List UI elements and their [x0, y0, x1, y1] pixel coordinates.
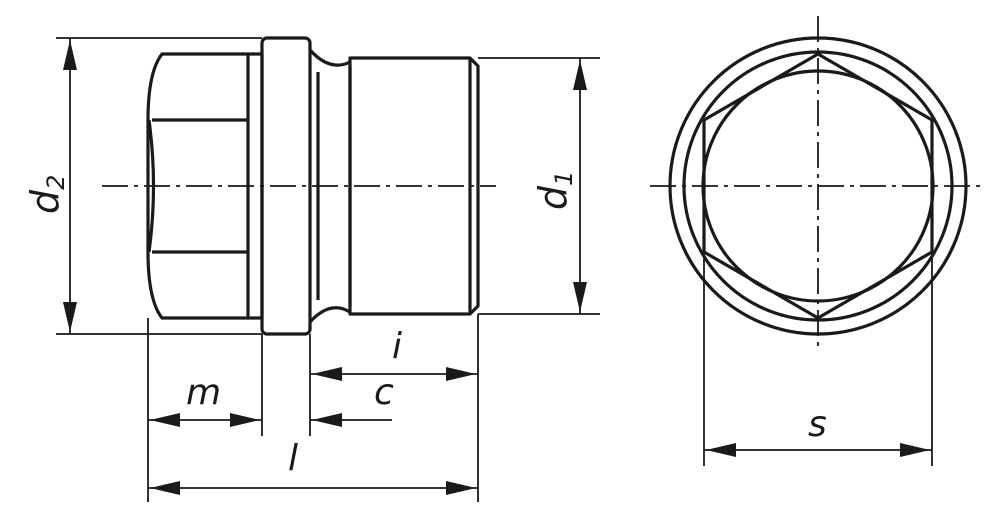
label-i: i: [392, 326, 402, 367]
arrow-d2-bottom: [63, 302, 77, 332]
hex-head-outline: [146, 52, 264, 320]
label-d2: d2: [23, 175, 70, 214]
dimensions: [56, 37, 933, 502]
arrow-d1-bottom: [573, 282, 587, 312]
side-view: [102, 36, 496, 336]
label-d1: d1: [531, 171, 578, 210]
arrow-m-right: [230, 413, 260, 427]
arrow-i-left: [312, 367, 342, 381]
front-view: [650, 16, 986, 348]
hex-head-flat-edges: [152, 118, 248, 254]
arrow-l-left: [150, 481, 180, 495]
label-s: s: [808, 404, 827, 445]
label-c: c: [374, 372, 394, 413]
arrow-s-left: [706, 443, 736, 457]
arrow-s-right: [900, 443, 930, 457]
arrow-m-left: [150, 413, 180, 427]
label-m: m: [186, 372, 221, 413]
dimension-labels: d2 d1 i c m l s: [23, 171, 827, 479]
arrow-d2-top: [63, 40, 77, 70]
label-l: l: [288, 438, 298, 479]
arrow-c: [312, 413, 342, 427]
arrow-d1-top: [573, 60, 587, 90]
arrow-i-right: [446, 367, 476, 381]
arrow-l-right: [446, 481, 476, 495]
